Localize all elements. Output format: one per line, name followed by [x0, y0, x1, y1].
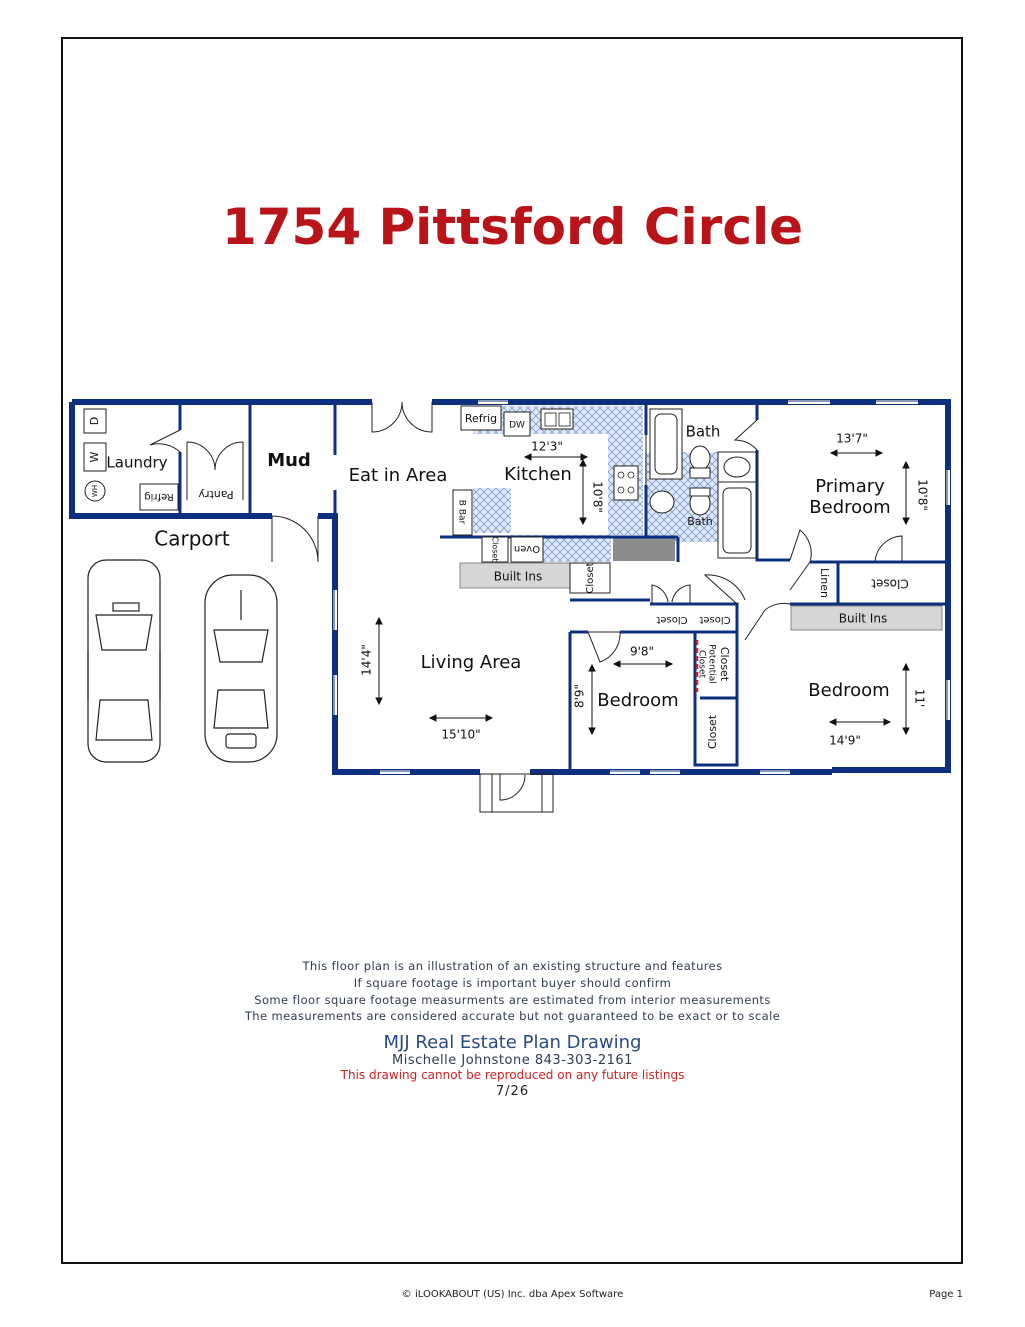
primary-bedroom-label-line2: Bedroom	[809, 497, 890, 518]
disclaimer-line-2: If square footage is important buyer sho…	[353, 976, 672, 990]
kitchen-refrig-label: Refrig	[465, 412, 497, 425]
mud-label: Mud	[267, 450, 311, 471]
kitchen-small-closet-label: Closet	[491, 537, 500, 562]
bath-label: Bath	[686, 423, 721, 441]
page-count: 7/26	[495, 1084, 530, 1099]
dishwasher-label: DW	[509, 421, 525, 431]
laundry-label: Laundry	[106, 454, 167, 472]
stove-icon	[617, 471, 635, 494]
contact-info: Mischelle Johnstone 843-303-2161	[392, 1053, 633, 1068]
disclaimer-line-3: Some floor square footage measurments ar…	[254, 993, 771, 1007]
kitchen-built-ins-label: Built Ins	[494, 570, 542, 584]
living-width-dim: 15'10"	[441, 728, 480, 742]
property-title: 1754 Pittsford Circle	[221, 198, 804, 256]
kitchen-height-dim: 10'8"	[591, 481, 605, 513]
water-heater-label: WH	[91, 485, 99, 497]
sink-icon	[544, 412, 571, 427]
page-border	[61, 37, 963, 1264]
company-name: MJJ Real Estate Plan Drawing	[383, 1032, 642, 1053]
window-frames	[333, 400, 948, 772]
front-steps	[479, 773, 554, 813]
disclaimer-line-4: The measurements are considered accurate…	[244, 1009, 781, 1023]
closet-right-top-label: Closet	[718, 647, 731, 682]
page-number-footer: Page 1	[929, 1289, 963, 1300]
kitchen-label: Kitchen	[504, 464, 572, 485]
reproduction-warning: This drawing cannot be reproduced on any…	[340, 1068, 685, 1082]
kitchen-closet-label: Closet	[585, 562, 596, 593]
washer-label: W	[88, 451, 101, 462]
windows	[333, 400, 950, 774]
kitchen-width-dim: 12'3"	[531, 440, 563, 454]
primary-bedroom-label-line1: Primary	[815, 476, 885, 497]
primary-width-dim: 13'7"	[836, 432, 868, 446]
car-right-icon	[204, 574, 278, 763]
potential-closet-label-line2: Closet	[697, 650, 707, 679]
disclaimer-line-1: This floor plan is an illustration of an…	[302, 959, 723, 973]
oven-label: Oven	[514, 543, 540, 554]
bedroom-mid-width-dim: 9'8"	[630, 645, 654, 659]
bath-fixtures	[649, 408, 757, 559]
living-area-label: Living Area	[421, 652, 522, 673]
dimension-arrows	[375, 449, 910, 736]
dryer-label: D	[88, 417, 101, 425]
primary-closet-label: Closet	[871, 577, 909, 591]
closet-bottom-label: Closet	[706, 714, 719, 749]
potential-closet-label-line1: Potential	[707, 644, 717, 683]
eat-in-area-label: Eat in Area	[349, 465, 448, 486]
car-left-icon	[87, 559, 161, 763]
kitchen-appliances	[452, 405, 639, 594]
pantry-label: Pantry	[198, 488, 234, 501]
primary-height-dim: 10'8"	[916, 479, 930, 511]
living-height-dim: 14'4"	[360, 644, 374, 676]
interior-walls	[178, 404, 948, 770]
copyright-footer: © iLOOKABOUT (US) Inc. dba Apex Software	[401, 1289, 624, 1300]
laundry-appliances	[83, 408, 179, 511]
small-bath-label: Bath	[687, 515, 713, 528]
carport-label: Carport	[154, 527, 230, 551]
closet-middle-right-label: Closet	[699, 614, 730, 625]
built-ins	[459, 538, 943, 631]
bedroom-right-label: Bedroom	[808, 680, 889, 701]
bedroom-middle-label: Bedroom	[597, 690, 678, 711]
bedroom-right-height-dim: 11'	[913, 689, 927, 708]
closet-middle-left-label: Closet	[656, 614, 687, 625]
bedroom-right-width-dim: 14'9"	[829, 734, 861, 748]
bedroom-mid-height-dim: 8'9"	[573, 684, 587, 708]
laundry-refrig-label: Refrig	[144, 491, 173, 502]
doors	[149, 401, 903, 663]
linen-label: Linen	[818, 568, 831, 598]
breakfast-bar-label: B Bar	[457, 500, 467, 525]
bedroom-built-ins-label: Built Ins	[839, 612, 887, 626]
